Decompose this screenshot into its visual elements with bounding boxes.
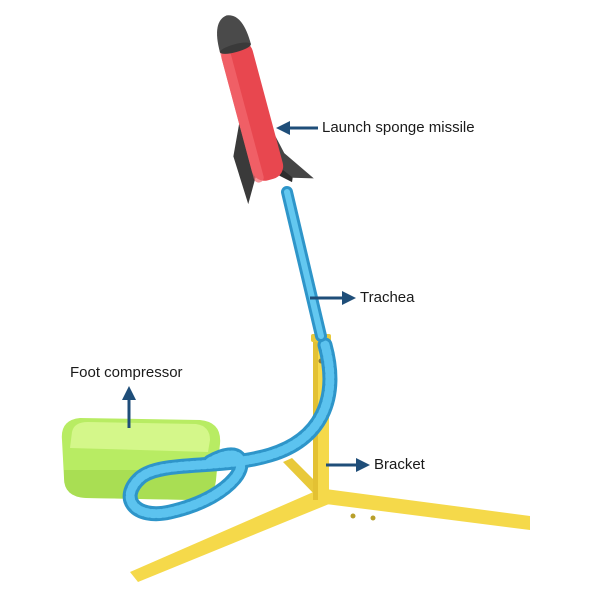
trachea-arrow: [310, 291, 356, 305]
callout-arrows: [122, 121, 370, 472]
trachea-label: Trachea: [360, 289, 415, 306]
bracket-label: Bracket: [374, 456, 425, 473]
foot-compressor: [61, 418, 221, 500]
missile-arrow: [276, 121, 318, 135]
bracket-right-leg: [318, 488, 530, 530]
foot-compressor-label: Foot compressor: [70, 364, 183, 381]
missile-body: [221, 41, 284, 181]
foot-compressor-arrow: [122, 386, 136, 428]
bracket-arrow: [326, 458, 370, 472]
bracket-left-leg: [130, 490, 334, 582]
missile-fin-left: [233, 123, 256, 205]
missile-label: Launch sponge missile: [322, 119, 475, 136]
trachea-tube: [122, 186, 338, 522]
sponge-missile: [217, 15, 314, 205]
